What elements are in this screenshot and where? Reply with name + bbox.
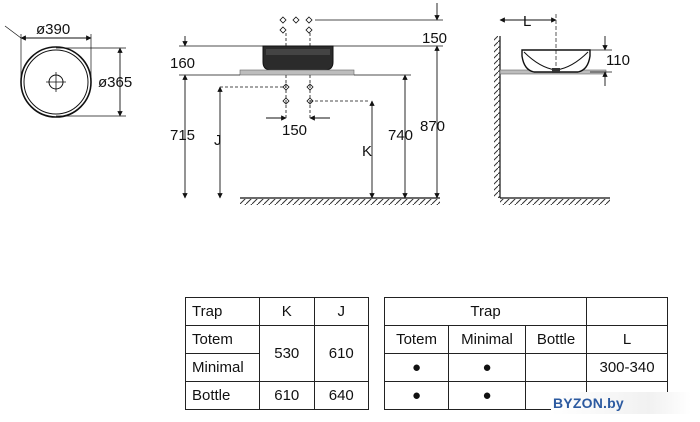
label-k: K [362,143,372,160]
trap-kj-table: Trap K J Totem 530 610 Minimal Bottle 61… [185,297,369,410]
j-value: 610 [313,325,369,382]
l-value: 300-340 [586,353,668,382]
empty-cell [524,353,588,382]
bullet-cell: ● [448,353,526,382]
header-l-blank [586,297,668,326]
inner-diameter-label: ø365 [98,74,132,91]
trap-name: Minimal [185,353,260,382]
table-row: Bottle 610 640 [185,381,369,410]
table-row: Totem Minimal Bottle L [383,325,668,354]
header-trap: Trap [185,297,260,326]
floor-hatch-side [500,199,610,205]
basin-side-section [521,49,591,73]
tap-markers-top [279,16,313,46]
header-minimal: Minimal [448,325,526,354]
site-watermark: BYZON.by [551,392,691,414]
trap-name: Totem [185,325,260,354]
header-j: J [313,297,369,326]
label-l: L [523,13,531,30]
dim-trap-150: 150 [282,122,307,139]
j-value: 640 [313,381,369,410]
table-row: ● ● 300-340 [383,353,668,382]
header-bottle: Bottle [524,325,588,354]
floor-hatch-front [240,199,440,205]
k-value: 610 [259,381,315,410]
top-view: ø390 ø365 [4,21,132,118]
header-totem: Totem [383,325,450,354]
table-row: Trap K J [185,297,369,326]
countertop [239,69,355,76]
wall-hatch [494,36,500,198]
trap-l-table: Trap Totem Minimal Bottle L ● ● 300-340 … [383,297,668,410]
k-value: 530 [259,325,315,382]
dim-740: 740 [388,127,413,144]
header-k: K [259,297,315,326]
tap-markers-bottom [220,75,370,118]
table-row: Minimal [185,353,369,382]
basin-outer-circle [20,46,92,118]
outer-diameter-label: ø390 [36,21,70,38]
header-l: L [586,325,668,354]
front-view: 150 870 740 K 160 715 J 150 [170,3,447,205]
table-row: Trap [383,297,668,326]
dim-870: 870 [420,118,445,135]
dim-160: 160 [170,55,195,72]
label-j: J [214,132,222,149]
header-trap: Trap [383,297,588,326]
dim-top-150: 150 [422,30,447,47]
bullet-cell: ● [383,353,450,382]
trap-name: Bottle [185,381,260,410]
basin-inner-circle [23,49,89,115]
table-row: Totem 530 610 [185,325,369,382]
dim-715: 715 [170,127,195,144]
watermark-text: BYZON.by [553,395,624,411]
side-view: L 110 [494,13,630,205]
bullet-cell: ● [448,381,526,410]
bullet-cell: ● [383,381,450,410]
dim-110: 110 [606,52,630,69]
